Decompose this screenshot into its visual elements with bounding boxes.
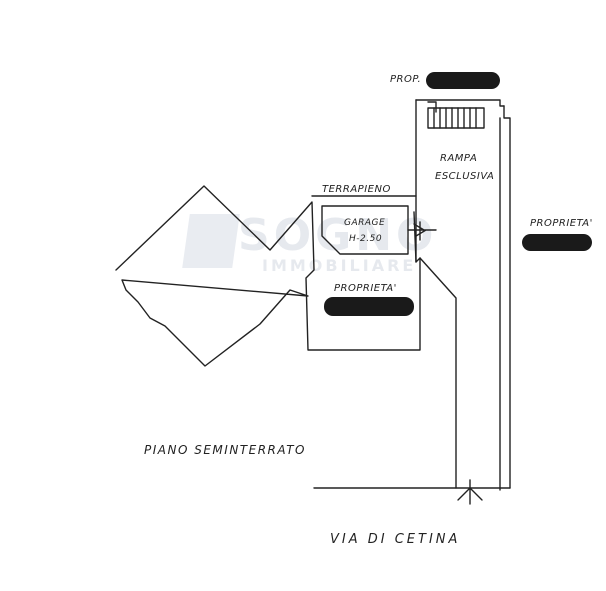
label-terrapieno: TERRAPIENO bbox=[322, 184, 391, 195]
left-building-outline bbox=[115, 185, 421, 367]
stairs bbox=[427, 107, 485, 129]
ramp-diagonal bbox=[419, 257, 457, 489]
label-proprieta-center: PROPRIETA' bbox=[334, 283, 397, 294]
stair-treads bbox=[433, 107, 477, 129]
ramp-right-wall-outer bbox=[503, 105, 511, 489]
label-piano-seminterrato: PIANO SEMINTERRATO bbox=[144, 443, 306, 457]
watermark-sub: IMMOBILIARE bbox=[262, 256, 417, 275]
label-proprieta-right: PROPRIETA' bbox=[530, 218, 593, 229]
label-garage-height: H-2.50 bbox=[349, 234, 383, 244]
stair-corner-mark bbox=[427, 101, 437, 113]
redaction-bar-top bbox=[426, 72, 500, 89]
garage-outline bbox=[321, 205, 409, 255]
label-esclusiva: ESCLUSIVA bbox=[435, 171, 495, 182]
redaction-bar-center bbox=[324, 297, 414, 316]
label-garage: GARAGE bbox=[344, 218, 386, 228]
label-via-di-cetina: VIA DI CETINA bbox=[330, 532, 461, 547]
label-prop-top: PROP. bbox=[390, 74, 422, 85]
watermark-brand: SOGNO bbox=[238, 210, 438, 261]
entrance-tick bbox=[457, 479, 483, 505]
ramp-top-edge bbox=[415, 99, 505, 107]
garage-door-tick bbox=[407, 221, 437, 241]
label-rampa: RAMPA bbox=[440, 153, 478, 164]
redaction-bar-right bbox=[522, 234, 592, 251]
